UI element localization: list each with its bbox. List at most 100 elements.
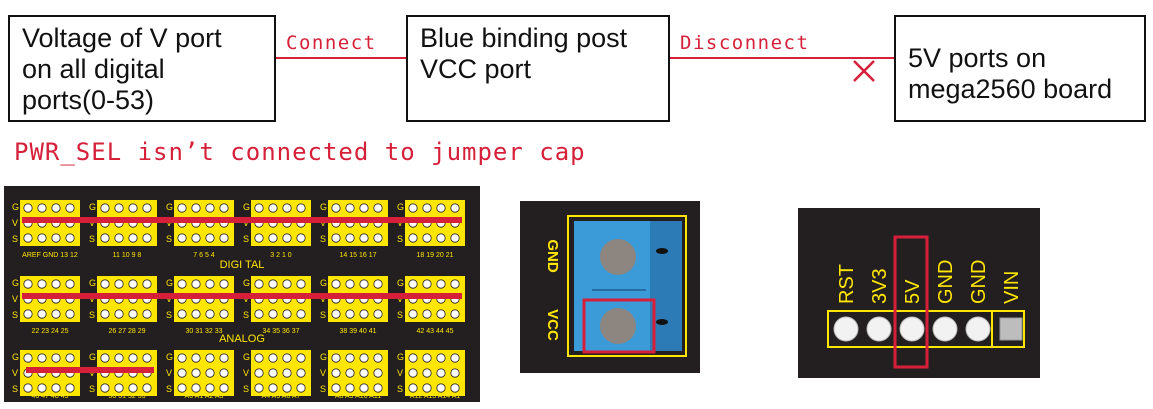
terminal-gnd-label: GND (544, 239, 561, 273)
row-letter: S (320, 310, 326, 320)
row-letter: V (397, 368, 403, 378)
voltage-v-port-box: Voltage of V port on all digital ports(0… (8, 15, 276, 122)
header-pin-label: GND (935, 260, 957, 304)
header-pin (866, 316, 892, 342)
row-letter: S (12, 234, 18, 244)
pin-number-label: 46 47 48 49 (32, 393, 69, 400)
pin-number-label: 11 10 9 8 (113, 252, 142, 259)
connect-label: Connect (286, 32, 377, 54)
vcc-screw (600, 308, 636, 344)
pwr-sel-note: PWR_SEL isn’t connected to jumper cap (14, 138, 586, 166)
header-pin-label: VIN (1001, 271, 1023, 304)
row-letter: G (89, 278, 96, 288)
row-letter: G (243, 352, 250, 362)
row-letter: V (12, 368, 18, 378)
pin-number-label: 26 27 28 29 (109, 328, 146, 335)
row2-red-bus (22, 293, 462, 299)
vcc-port-box: Blue binding post VCC port (406, 15, 670, 122)
row-letter: G (243, 278, 250, 288)
row-letter: S (12, 310, 18, 320)
row1-red-bus (22, 217, 462, 223)
row-letter: G (243, 202, 250, 212)
pin-number-label: 18 19 20 21 (417, 252, 454, 259)
analog-title: ANALOG (219, 333, 265, 345)
row-letter: G (89, 352, 96, 362)
mega2560-power-header: RST 3V3 5V GND GND VIN (798, 208, 1040, 378)
binding-post-terminal: GND VCC (520, 201, 700, 373)
digital-title: DIGI TAL (220, 259, 265, 271)
mega2560-5v-box: 5V ports on mega2560 board (894, 15, 1146, 122)
header-pin (932, 316, 958, 342)
pin-block: GVS A0 A1 A2 A3 (166, 350, 234, 400)
row-letter: S (89, 310, 95, 320)
row-letter: S (12, 384, 18, 394)
pin-number-label: 34 35 36 37 (263, 328, 300, 335)
pin-number-label: 3 2 1 0 (270, 252, 292, 259)
pin-number-label: 7 6 5 4 (193, 252, 215, 259)
row-letter: S (320, 234, 326, 244)
row-letter: S (397, 234, 403, 244)
row-letter: V (166, 368, 172, 378)
header-pin-label: 3V3 (869, 268, 891, 304)
row-letter: S (243, 234, 249, 244)
pin-number-label: 30 31 32 33 (186, 328, 223, 335)
row-letter: V (12, 218, 18, 228)
row-letter: G (397, 352, 404, 362)
pin-block: GVS A4 A5 A6 A7 (243, 350, 311, 400)
row-letter: G (166, 278, 173, 288)
pin-number-label: 50 51 52 53 (109, 393, 146, 400)
pin-block: GVS50 51 52 53 (89, 350, 157, 400)
row-letter: G (12, 352, 19, 362)
row-letter: S (320, 384, 326, 394)
row-letter: G (320, 202, 327, 212)
row-letter: G (166, 202, 173, 212)
terminal-vcc-label: VCC (544, 309, 561, 341)
pin-number-label: A0 A1 A2 A3 (185, 393, 224, 400)
header-pin-label: GND (968, 260, 990, 304)
header-pin-square (999, 317, 1023, 341)
row-letter: V (243, 368, 249, 378)
row-letter: S (166, 310, 172, 320)
row-letter: S (166, 234, 172, 244)
header-pin (833, 316, 859, 342)
row-letter: S (397, 310, 403, 320)
disconnect-x-icon (853, 60, 875, 82)
row-letter: S (243, 384, 249, 394)
disconnect-label: Disconnect (680, 32, 810, 54)
header-pin (965, 316, 991, 342)
header-pin-label: 5V (902, 279, 924, 304)
row-letter: S (166, 384, 172, 394)
pin-number-label: A12 A13 A14 A1 (410, 393, 461, 400)
row-letter: G (89, 202, 96, 212)
connect-line (276, 57, 406, 59)
header-pin (899, 316, 925, 342)
row-letter: G (12, 278, 19, 288)
pin-number-label: A4 A5 A6 A7 (262, 393, 301, 400)
row-letter: G (320, 278, 327, 288)
row3-red-bus (26, 367, 154, 373)
pin-number-label: 14 15 16 17 (340, 252, 377, 259)
row-letter: S (89, 234, 95, 244)
disconnect-line (670, 57, 894, 59)
row-letter: G (12, 202, 19, 212)
row-letter: V (320, 368, 326, 378)
row-letter: G (166, 352, 173, 362)
row-letter: G (320, 352, 327, 362)
pin-block: GVS 46 47 48 49 (12, 350, 80, 400)
vcc-highlight-box (582, 298, 656, 354)
pin-number-label: 22 23 24 25 (32, 328, 69, 335)
gnd-screw (600, 239, 636, 275)
header-pin-label: RST (836, 264, 858, 304)
row-letter: G (397, 278, 404, 288)
pin-number-label: 42 43 44 45 (417, 328, 454, 335)
row-letter: S (243, 310, 249, 320)
pin-number-label: AREF GND 13 12 (22, 252, 78, 259)
5v-highlight-box (893, 235, 929, 369)
row-letter: G (397, 202, 404, 212)
row-letter: V (12, 294, 18, 304)
row-letter: S (89, 384, 95, 394)
pin-number-label: 38 39 40 41 (340, 328, 377, 335)
